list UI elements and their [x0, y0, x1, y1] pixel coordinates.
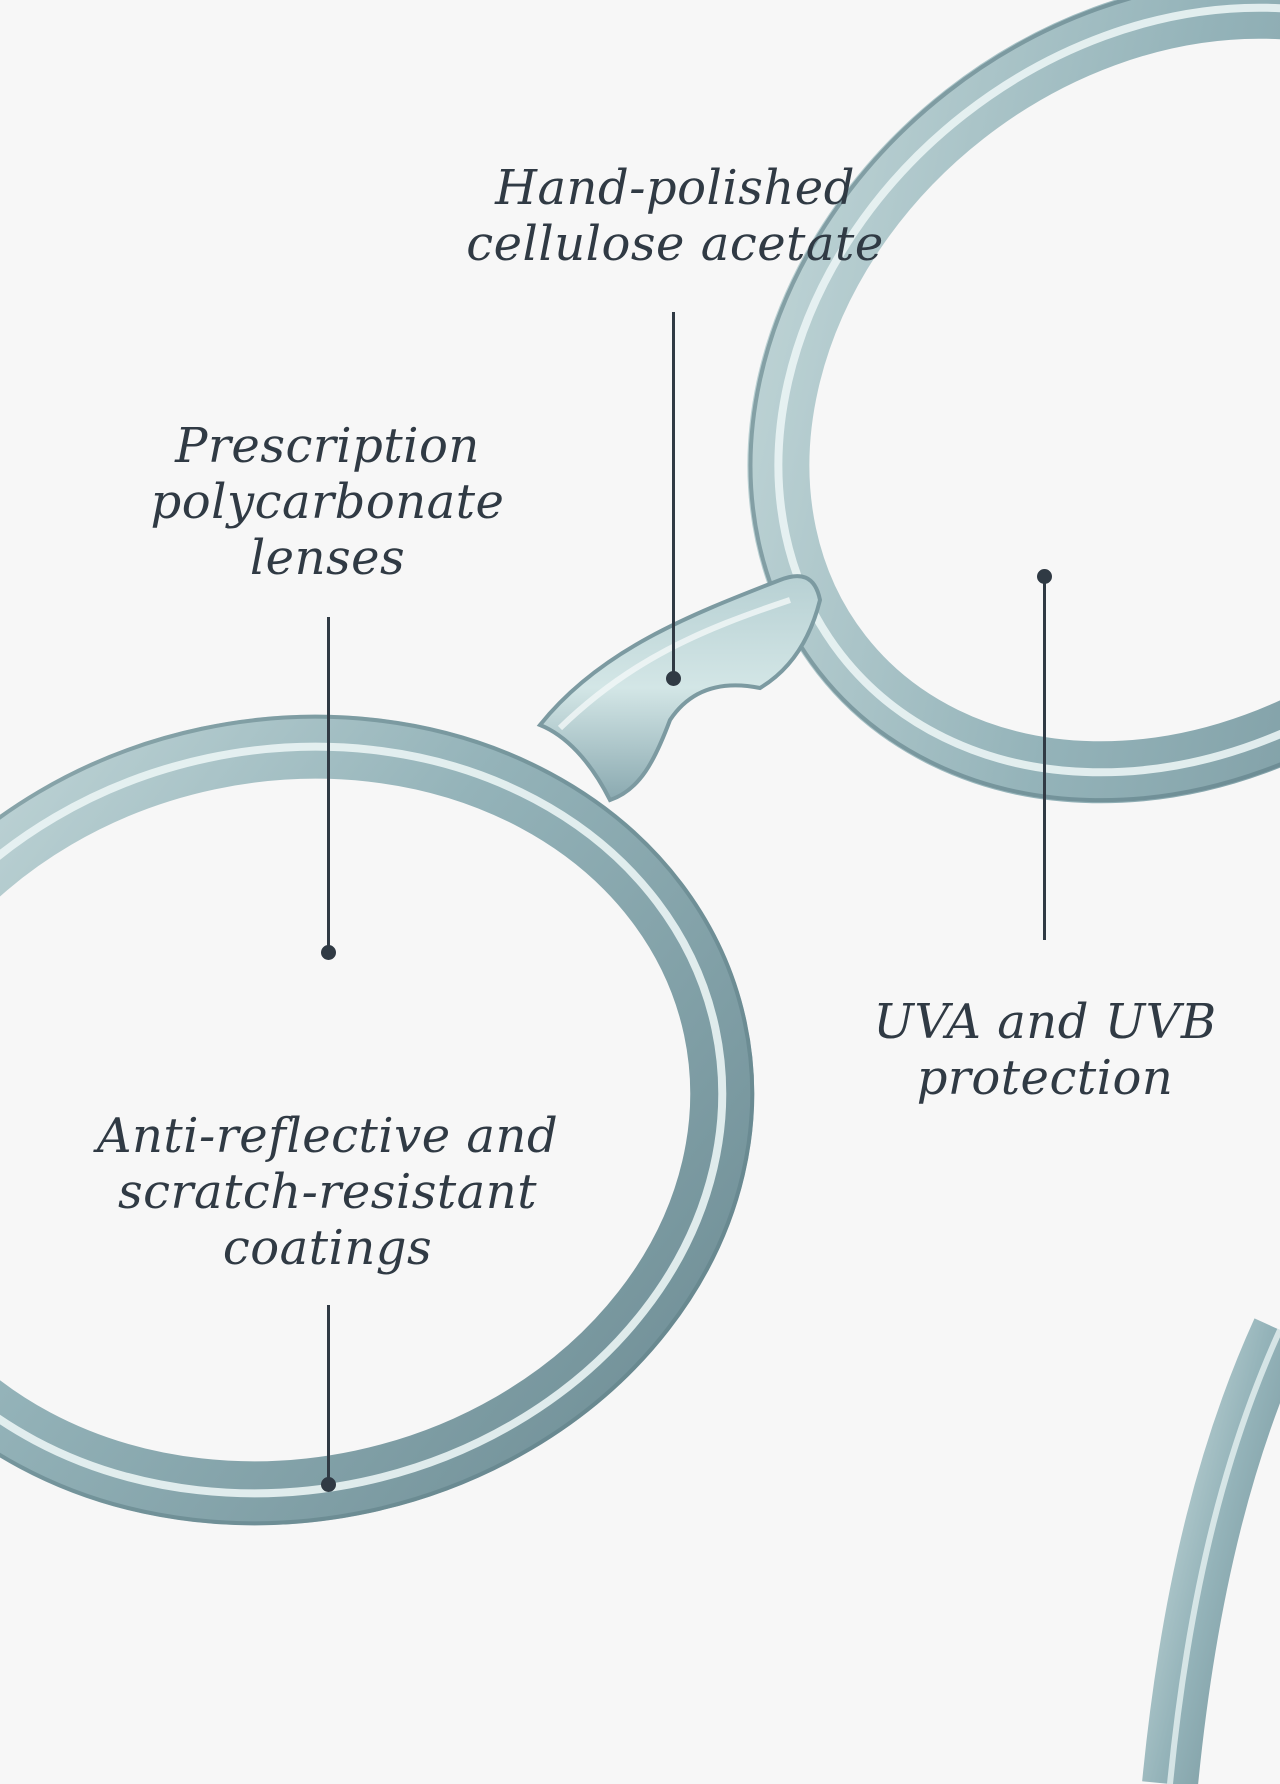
feature-label-line: scratch-resistant	[118, 1164, 537, 1220]
callout-line-uv	[1043, 576, 1046, 940]
feature-label-coatings: Anti-reflective and scratch-resistant co…	[40, 1108, 615, 1276]
feature-label-line: polycarbonate	[150, 474, 505, 530]
feature-label-line: UVA and UVB	[873, 994, 1217, 1050]
callout-line-acetate	[672, 312, 675, 677]
feature-label-line: lenses	[249, 530, 406, 586]
callout-line-lenses	[327, 617, 330, 952]
frame-bridge	[536, 574, 823, 803]
feature-label-line: cellulose acetate	[466, 216, 884, 272]
feature-label-line: Hand-polished	[495, 160, 855, 216]
feature-label-line: Prescription	[175, 418, 480, 474]
callout-line-coatings	[327, 1305, 330, 1487]
feature-label-uv: UVA and UVB protection	[800, 994, 1280, 1106]
right-lens-rim	[747, 0, 1280, 804]
feature-label-line: coatings	[222, 1220, 433, 1276]
feature-label-line: Anti-reflective and	[96, 1108, 559, 1164]
callout-dot-acetate	[666, 671, 681, 686]
temple-arm	[1142, 1318, 1280, 1784]
feature-label-acetate: Hand-polished cellulose acetate	[390, 160, 960, 272]
callout-dot-lenses	[321, 945, 336, 960]
feature-label-line: protection	[916, 1050, 1174, 1106]
left-lens-rim	[0, 714, 755, 1526]
feature-label-lenses: Prescription polycarbonate lenses	[80, 418, 575, 586]
callout-dot-coatings	[321, 1477, 336, 1492]
